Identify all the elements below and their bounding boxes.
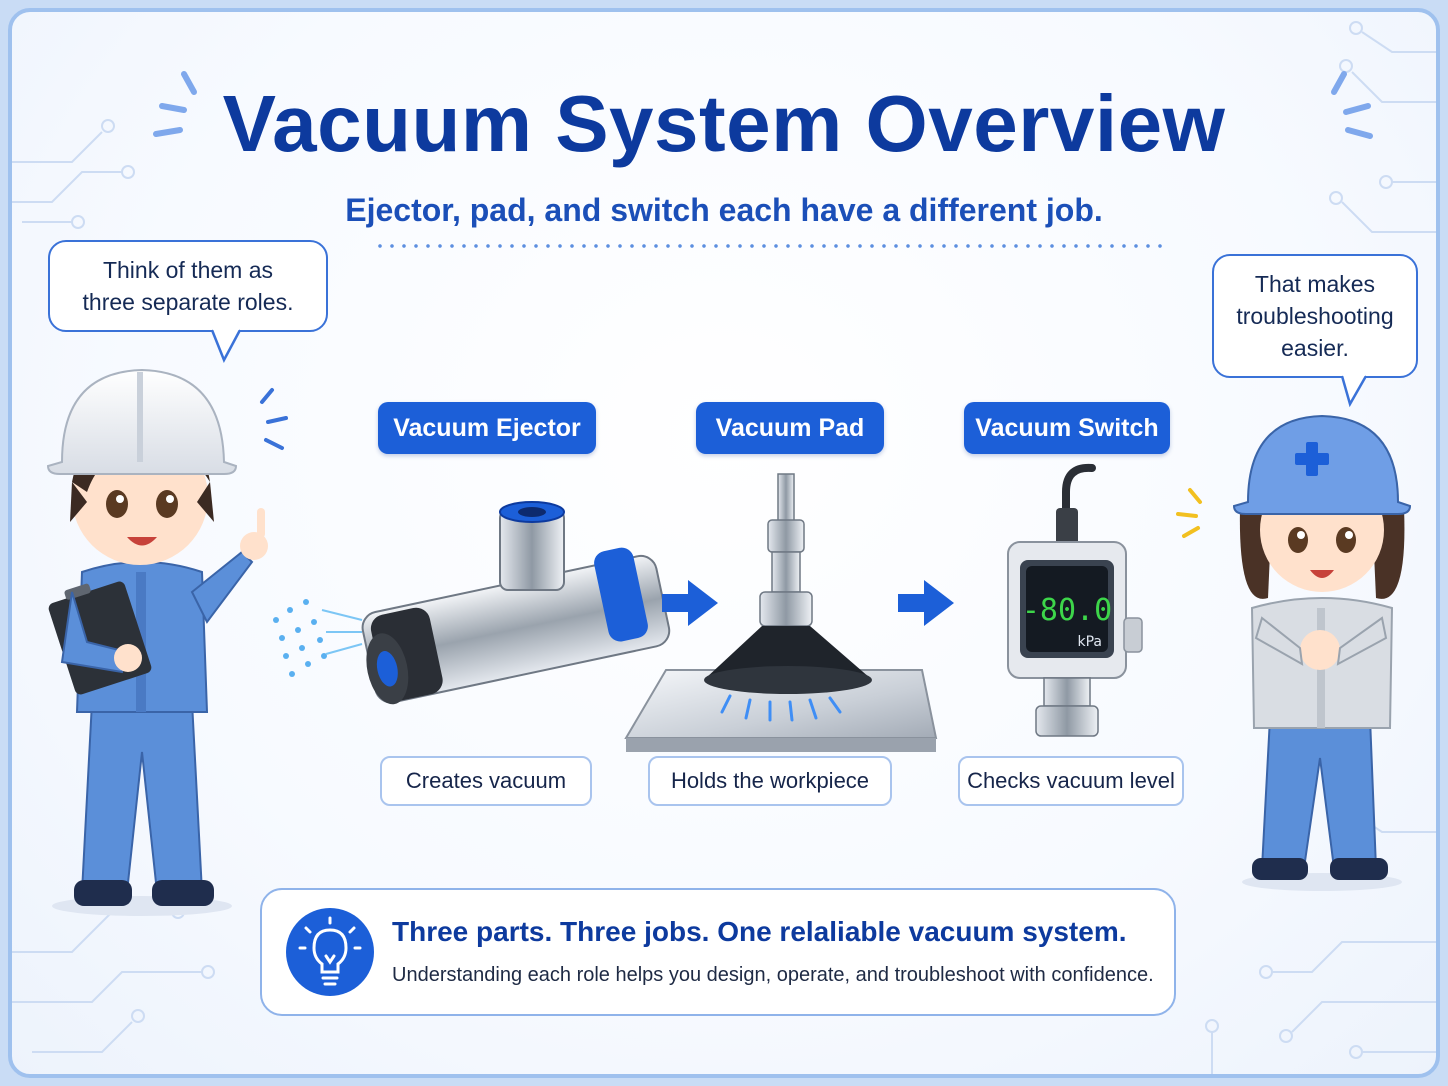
bubble-left-line-1: Think of them as [102, 256, 273, 283]
lightbulb-icon [286, 908, 374, 996]
switch-display-unit: kPa [1078, 634, 1103, 650]
speech-bubble-right: That makes troubleshooting easier. [1212, 254, 1418, 378]
bubble-right-line-1: That makes [1254, 270, 1376, 297]
bubble-left-tail [210, 326, 242, 363]
summary-headline: Three parts. Three jobs. One relaliable … [392, 916, 1127, 947]
engineer-right-illustration [1176, 414, 1412, 891]
bubble-left-line-2: three separate roles. [82, 289, 294, 315]
page-title: Vacuum System Overview [222, 79, 1226, 168]
speech-bubble-left: Think of them as three separate roles. [48, 240, 328, 332]
circuit-decoration [12, 21, 1436, 1074]
bubble-right-line-3: easier. [1281, 335, 1349, 362]
vacuum-ejector-illustration [273, 501, 671, 705]
bubble-right-tail [1340, 372, 1368, 408]
diagram-frame: Vacuum System Overview Ejector, pad, and… [8, 8, 1440, 1078]
sparkle-icon [153, 71, 1373, 139]
arrow-right-icon [662, 580, 718, 626]
page-subtitle: Ejector, pad, and switch each have a dif… [345, 192, 1103, 228]
desc-vacuum-ejector: Creates vacuum [380, 756, 592, 806]
vacuum-switch-illustration: -80.0 kPa [1007, 463, 1143, 737]
desc-vacuum-pad: Holds the workpiece [648, 756, 892, 806]
desc-vacuum-switch: Checks vacuum level [958, 756, 1184, 806]
arrow-right-icon [898, 580, 954, 626]
dotted-divider [374, 244, 1164, 248]
vacuum-pad-illustration [624, 473, 938, 752]
label-vacuum-pad: Vacuum Pad [696, 402, 884, 454]
bubble-right-line-2: troubleshooting [1236, 302, 1394, 329]
summary-body: Understanding each role helps you design… [392, 964, 1154, 986]
label-vacuum-ejector: Vacuum Ejector [378, 402, 596, 454]
engineer-left-illustration [46, 368, 288, 916]
switch-display-value: -80.0 [1022, 593, 1112, 628]
label-vacuum-switch: Vacuum Switch [964, 402, 1170, 454]
summary-box: Three parts. Three jobs. One relaliable … [260, 888, 1176, 1016]
